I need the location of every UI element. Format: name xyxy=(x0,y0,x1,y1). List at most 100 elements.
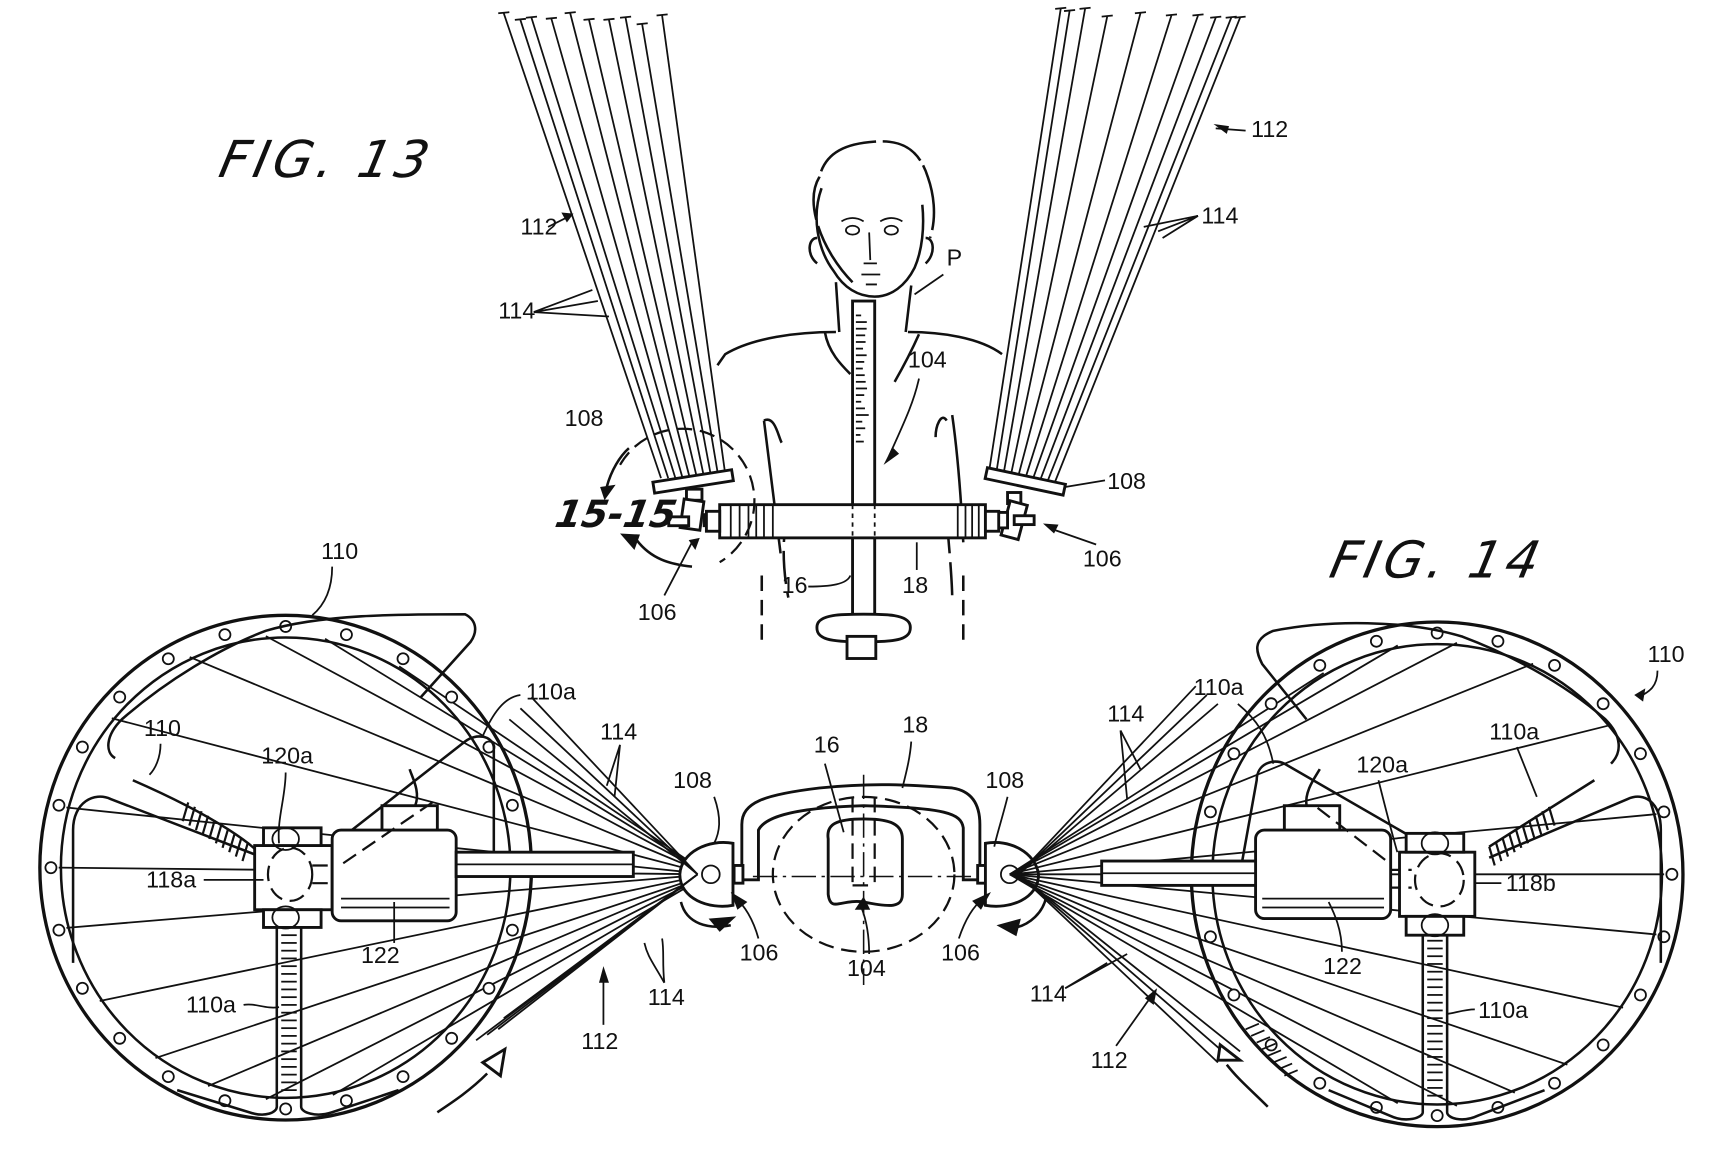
ribbon-tip xyxy=(1102,15,1113,16)
label-114-right-bottom: 114 xyxy=(1030,981,1067,1007)
spoke-hatch xyxy=(1542,811,1548,830)
bolt-hole xyxy=(45,862,56,873)
rim-hatch xyxy=(1251,1030,1264,1036)
label-114-right-top: 114 xyxy=(1107,701,1144,727)
spoke-hatch xyxy=(1502,838,1508,857)
fig13-ribbon-fan-left xyxy=(498,12,726,478)
ribbon-tip xyxy=(1135,12,1146,13)
bolt-hole xyxy=(1228,989,1239,1000)
fig14-title: FIG. 14 xyxy=(1325,531,1550,590)
label-110a-right-upper: 110a xyxy=(1489,718,1539,744)
ribbon-tip xyxy=(1055,8,1066,9)
ribbon-tip xyxy=(515,19,526,20)
leader-P xyxy=(915,274,944,294)
rotation-arrow-right xyxy=(1227,1065,1268,1107)
bolt-hole xyxy=(1371,636,1382,647)
label-110a-left-upper: 110a xyxy=(526,678,576,704)
ribbon-tip xyxy=(1235,17,1246,18)
bolt-hole xyxy=(1598,1039,1609,1050)
bolt-hole xyxy=(1492,636,1503,647)
ribbon-tip xyxy=(637,23,648,24)
label-104-fig14: 104 xyxy=(847,955,886,981)
ribbon-line xyxy=(609,20,704,478)
label-P: P xyxy=(947,245,963,271)
label-110a-left-lower: 110a xyxy=(186,992,236,1018)
ribbon-tip xyxy=(1192,14,1203,15)
ribbon-line xyxy=(1019,874,1218,1062)
label-18-fig14: 18 xyxy=(902,712,928,738)
bolt-hole xyxy=(507,800,518,811)
label-112-left: 112 xyxy=(520,214,557,240)
label-108-left-fig14: 108 xyxy=(673,767,712,793)
bolt-hole xyxy=(1266,698,1277,709)
spoke-hatch xyxy=(1522,825,1528,844)
rotation-arrow-left xyxy=(437,1074,487,1113)
bolt-hole xyxy=(446,692,457,703)
label-18: 18 xyxy=(902,572,928,598)
bolt-hole xyxy=(163,653,174,664)
fig13-vertical-post xyxy=(817,301,910,658)
bolt-hole xyxy=(1205,931,1216,942)
label-108-left: 108 xyxy=(565,405,604,431)
bolt-hole xyxy=(1635,989,1646,1000)
ribbon-tip xyxy=(1064,10,1075,11)
bolt-hole xyxy=(163,1071,174,1082)
ribbon-line xyxy=(989,9,1061,474)
ribbon-tip xyxy=(565,12,576,13)
ribbon-tip xyxy=(657,14,668,15)
label-108-right-fig14: 108 xyxy=(985,767,1024,793)
ribbon-line xyxy=(1019,874,1229,1057)
ribbon-line xyxy=(1054,18,1241,486)
label-106-right-fig14: 106 xyxy=(941,940,980,966)
label-122-left: 122 xyxy=(361,942,400,968)
label-112-left-fig14: 112 xyxy=(581,1028,618,1054)
ribbon-tip xyxy=(498,12,509,13)
ribbon-tip xyxy=(526,17,537,18)
label-114-left: 114 xyxy=(498,298,535,324)
label-110-right: 110 xyxy=(1648,641,1685,667)
bolt-hole xyxy=(1314,660,1325,671)
bolt-hole xyxy=(114,1033,125,1044)
ribbon-tip xyxy=(1080,8,1091,9)
bolt-hole xyxy=(397,653,408,664)
label-106-right: 106 xyxy=(1083,546,1122,572)
ribbon-tip xyxy=(603,19,614,20)
bolt-hole xyxy=(1549,1078,1560,1089)
bolt-hole xyxy=(1666,869,1677,880)
bolt-hole xyxy=(1598,698,1609,709)
bolt-hole xyxy=(1205,806,1216,817)
fig13-holder-right xyxy=(985,468,1065,495)
bolt-hole xyxy=(77,742,88,753)
ribbon-line xyxy=(1046,18,1231,485)
bolt-hole xyxy=(1635,748,1646,759)
ribbon-tip xyxy=(1166,14,1177,15)
ribbon-line xyxy=(1003,9,1085,476)
ribbon-line xyxy=(1032,15,1198,481)
bolt-hole xyxy=(114,692,125,703)
label-114-right: 114 xyxy=(1201,203,1238,229)
motor-122-right xyxy=(1256,830,1391,919)
label-108-right: 108 xyxy=(1107,468,1146,494)
label-118a: 118a xyxy=(146,867,196,893)
label-122-right: 122 xyxy=(1323,953,1362,979)
bolt-hole xyxy=(397,1071,408,1082)
label-112-right: 112 xyxy=(1251,116,1288,142)
label-106-left: 106 xyxy=(638,599,677,625)
label-110a-right-upper-left: 110a xyxy=(1194,674,1244,700)
ribbon-tip xyxy=(546,18,557,19)
label-112-right-fig14: 112 xyxy=(1091,1047,1128,1073)
fig13-swivel-right xyxy=(996,492,1034,539)
ribbon-tip xyxy=(584,19,595,20)
label-114-left-bottom: 114 xyxy=(648,984,685,1010)
fig14-holder-left xyxy=(680,842,736,931)
bolt-hole xyxy=(507,925,518,936)
rim-hatch xyxy=(1273,1057,1286,1063)
bolt-hole xyxy=(446,1033,457,1044)
label-110-left-top: 110 xyxy=(321,538,358,564)
spoke-hatch xyxy=(203,816,209,835)
bolt-hole xyxy=(53,800,64,811)
ribbon-tip xyxy=(620,17,631,18)
bolt-hole xyxy=(77,983,88,994)
label-16: 16 xyxy=(782,572,808,598)
